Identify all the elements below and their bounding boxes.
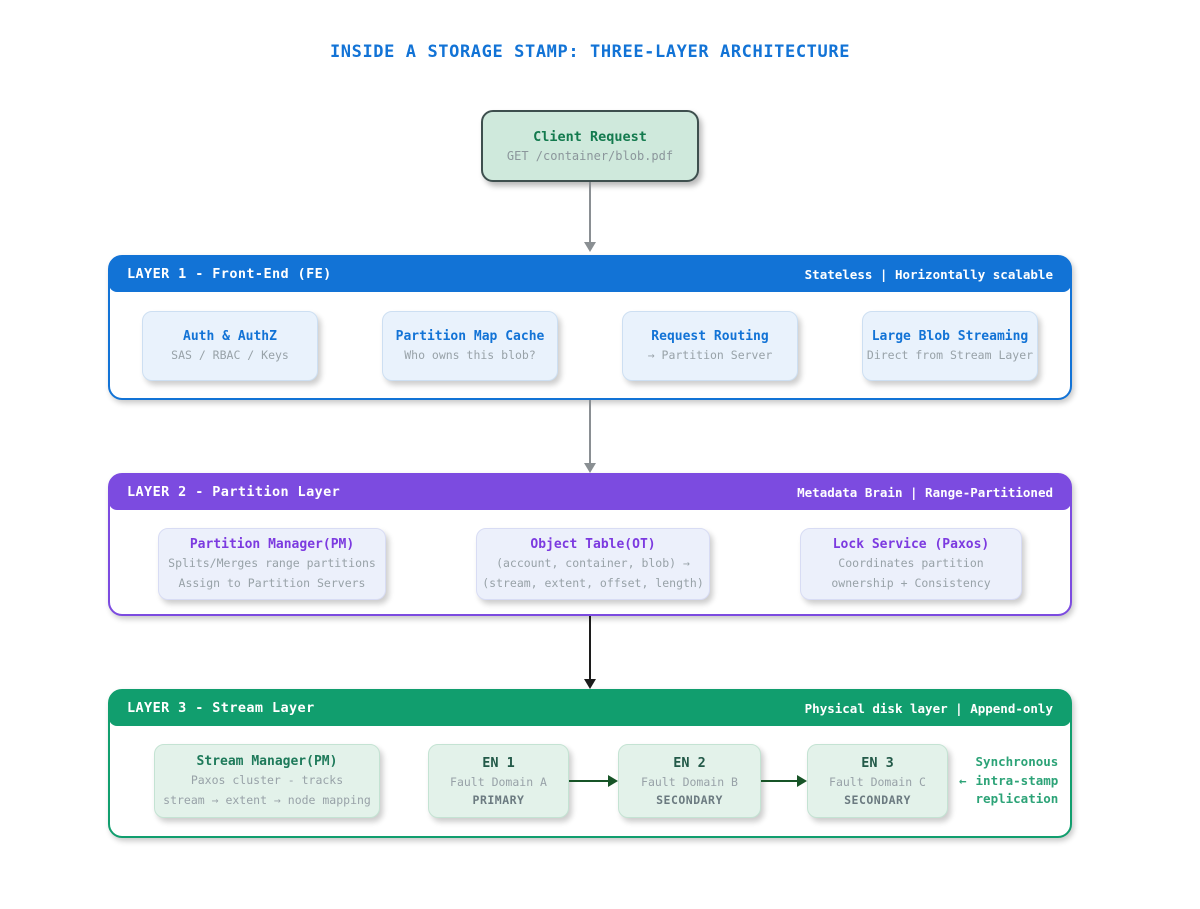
card-large-blob-streaming: Large Blob Streaming Direct from Stream … — [862, 311, 1038, 381]
node-role-label: PRIMARY — [472, 793, 525, 808]
node-role-label: SECONDARY — [656, 793, 723, 808]
layer3-body: Stream Manager(PM) Paxos cluster - track… — [110, 725, 1070, 818]
card-line: Assign to Partition Servers — [178, 575, 366, 590]
arrow-shaft — [569, 779, 608, 783]
card-title: Stream Manager(PM) — [196, 753, 338, 769]
layer3-header: LAYER 3 - Stream Layer Physical disk lay… — [109, 690, 1071, 726]
card-en2: EN 2 Fault Domain B SECONDARY — [618, 744, 761, 818]
card-line: Fault Domain B — [641, 774, 738, 789]
left-arrow-icon: ← — [959, 772, 967, 788]
card-en1: EN 1 Fault Domain A PRIMARY — [428, 744, 569, 818]
card-title: Object Table(OT) — [530, 536, 656, 552]
card-line: Splits/Merges range partitions — [168, 555, 376, 570]
card-line: ownership + Consistency — [831, 575, 991, 590]
card-object-table: Object Table(OT) (account, container, bl… — [476, 528, 710, 600]
layer3-container: LAYER 3 - Stream Layer Physical disk lay… — [108, 689, 1072, 838]
replication-arrow-en2-en3 — [761, 744, 807, 818]
card-line: Fault Domain A — [450, 774, 547, 789]
card-line: Who owns this blob? — [404, 347, 536, 362]
layer2-tagline: Metadata Brain | Range-Partitioned — [797, 484, 1053, 500]
layer3-name: LAYER 3 - Stream Layer — [127, 700, 315, 716]
layer2-name: LAYER 2 - Partition Layer — [127, 484, 341, 500]
card-line: SAS / RBAC / Keys — [171, 347, 289, 362]
card-title: Auth & AuthZ — [183, 328, 277, 344]
client-request-title: Client Request — [533, 129, 647, 145]
layer2-container: LAYER 2 - Partition Layer Metadata Brain… — [108, 473, 1072, 616]
arrow-shaft — [761, 779, 797, 783]
card-line: (stream, extent, offset, length) — [482, 575, 704, 590]
arrow-shaft — [589, 400, 591, 463]
layer1-body: Auth & AuthZ SAS / RBAC / Keys Partition… — [110, 291, 1070, 381]
layer2-body: Partition Manager(PM) Splits/Merges rang… — [110, 509, 1070, 600]
annotation-line: Synchronous — [975, 753, 1059, 769]
card-partition-map-cache: Partition Map Cache Who owns this blob? — [382, 311, 558, 381]
layer1-container: LAYER 1 - Front-End (FE) Stateless | Hor… — [108, 255, 1072, 400]
card-title: EN 1 — [482, 754, 515, 771]
down-arrow-client-to-layer1 — [584, 182, 596, 252]
replication-arrow-en1-en2 — [569, 744, 618, 818]
down-arrow-layer2-to-layer3 — [584, 616, 596, 689]
arrow-head-icon — [608, 775, 618, 787]
layer1-header: LAYER 1 - Front-End (FE) Stateless | Hor… — [109, 256, 1071, 292]
card-title: Partition Manager(PM) — [189, 536, 355, 552]
arrow-shaft — [589, 616, 591, 679]
arrow-head-icon — [584, 463, 596, 473]
client-request-box: Client Request GET /container/blob.pdf — [481, 110, 699, 182]
node-role-label: SECONDARY — [844, 793, 911, 808]
card-auth-authz: Auth & AuthZ SAS / RBAC / Keys — [142, 311, 318, 381]
card-title: Partition Map Cache — [395, 328, 545, 344]
card-line: Direct from Stream Layer — [866, 347, 1034, 362]
layer3-tagline: Physical disk layer | Append-only — [804, 700, 1053, 716]
card-line: stream → extent → node mapping — [163, 792, 371, 807]
card-line: Paxos cluster - tracks — [190, 772, 344, 787]
client-request-subtitle: GET /container/blob.pdf — [506, 149, 674, 163]
layer1-name: LAYER 1 - Front-End (FE) — [127, 266, 332, 282]
card-line: Coordinates partition — [838, 555, 984, 570]
card-en3: EN 3 Fault Domain C SECONDARY — [807, 744, 948, 818]
layer2-header: LAYER 2 - Partition Layer Metadata Brain… — [109, 474, 1071, 510]
card-title: EN 3 — [861, 754, 894, 771]
arrow-head-icon — [797, 775, 807, 787]
layer1-tagline: Stateless | Horizontally scalable — [804, 266, 1053, 282]
arrow-shaft — [589, 182, 591, 242]
card-line: (account, container, blob) → — [496, 555, 690, 570]
card-title: Request Routing — [651, 328, 769, 344]
card-line: → Partition Server — [647, 347, 773, 362]
arrow-head-icon — [584, 242, 596, 252]
card-title: Lock Service (Paxos) — [832, 536, 990, 552]
card-partition-manager: Partition Manager(PM) Splits/Merges rang… — [158, 528, 386, 600]
card-title: Large Blob Streaming — [871, 328, 1029, 344]
card-lock-service: Lock Service (Paxos) Coordinates partiti… — [800, 528, 1022, 600]
annotation-line: intra-stamp — [975, 772, 1059, 788]
annotation-text: Synchronous intra-stamp replication — [976, 753, 1059, 809]
page-title: INSIDE A STORAGE STAMP: THREE-LAYER ARCH… — [329, 42, 851, 62]
replication-annotation: ← Synchronous intra-stamp replication — [959, 744, 1058, 818]
diagram-canvas: INSIDE A STORAGE STAMP: THREE-LAYER ARCH… — [108, 0, 1072, 909]
down-arrow-layer1-to-layer2 — [584, 400, 596, 473]
card-line: Fault Domain C — [829, 774, 926, 789]
card-title: EN 2 — [673, 754, 706, 771]
card-stream-manager: Stream Manager(PM) Paxos cluster - track… — [154, 744, 380, 818]
arrow-head-icon — [584, 679, 596, 689]
annotation-line: replication — [975, 791, 1059, 807]
card-request-routing: Request Routing → Partition Server — [622, 311, 798, 381]
